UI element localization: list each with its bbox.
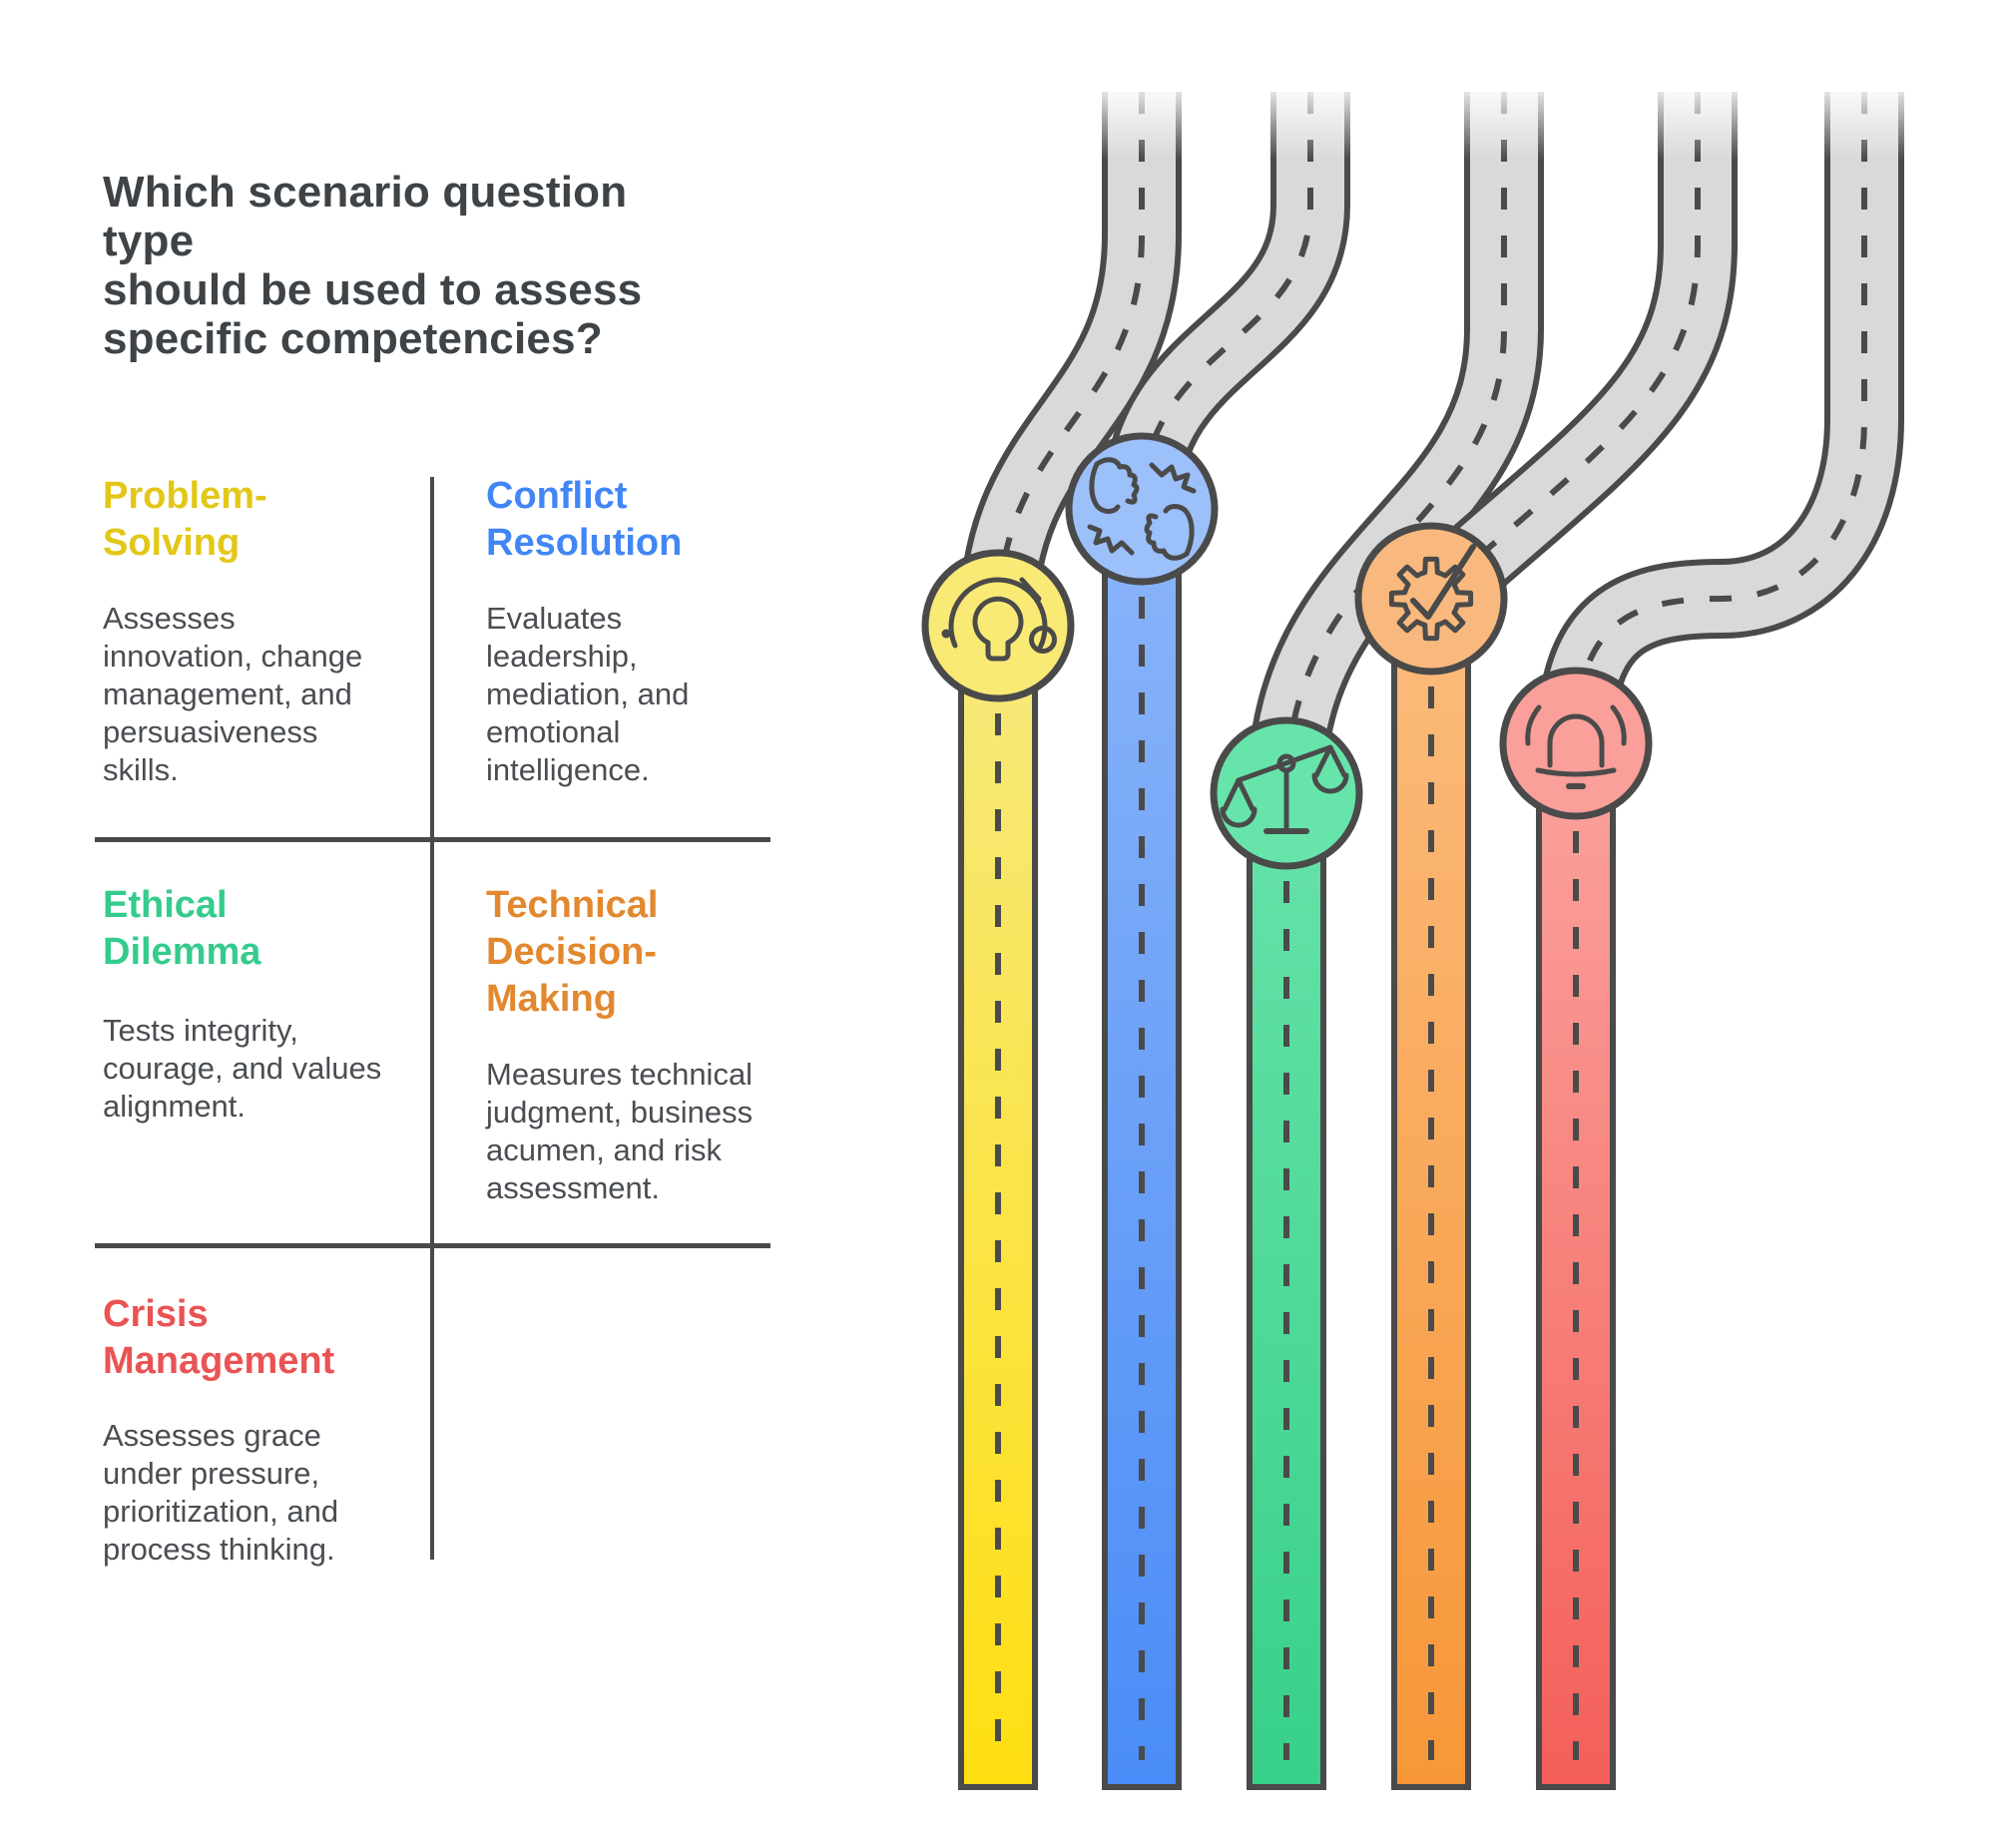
lightbulb-innovation-icon <box>941 577 1057 662</box>
row-divider <box>95 837 770 842</box>
gray-road-technical-decision-making <box>1404 92 1738 629</box>
section-description-crisis-management: Assesses grace under pressure, prioritiz… <box>103 1418 339 1567</box>
section-heading-technical-decision-making: Technical Decision-Making <box>486 884 659 1020</box>
gear-check-icon <box>1388 544 1476 642</box>
section-heading-problem-solving: Problem-Solving <box>103 475 267 564</box>
balance-scale-icon <box>1220 744 1349 834</box>
section-description-problem-solving: Assesses innovation, change management, … <box>103 601 363 787</box>
fist-bump-icon <box>1087 457 1197 561</box>
page-title-line: specific competencies? <box>103 314 603 363</box>
badge-conflict-resolution <box>1065 432 1219 586</box>
section-description-conflict-resolution: Evaluates leadership, mediation, and emo… <box>486 601 690 787</box>
top-fade <box>928 88 1966 160</box>
page-title-line: Which scenario question type <box>103 168 628 265</box>
section-heading-crisis-management: Crisis Management <box>103 1293 335 1382</box>
section-heading-conflict-resolution: Conflict Resolution <box>486 475 683 564</box>
gray-road-crisis-management <box>1536 92 1904 744</box>
page-title: Which scenario question type should be u… <box>103 168 682 363</box>
badge-ethical-dilemma <box>1210 716 1363 870</box>
section-description-ethical-dilemma: Tests integrity, courage, and values ali… <box>103 1013 382 1124</box>
badge-problem-solving <box>921 549 1075 702</box>
section-description-technical-decision-making: Measures technical judgment, business ac… <box>486 1057 754 1205</box>
alarm-bell-icon <box>1525 704 1627 789</box>
row-divider <box>95 1243 770 1248</box>
section-heading-ethical-dilemma: Ethical Dilemma <box>103 884 261 973</box>
column-divider <box>430 477 434 1560</box>
badge-crisis-management <box>1499 667 1653 820</box>
page-title-line: should be used to assess <box>103 265 643 314</box>
badge-technical-decision-making <box>1354 522 1508 676</box>
